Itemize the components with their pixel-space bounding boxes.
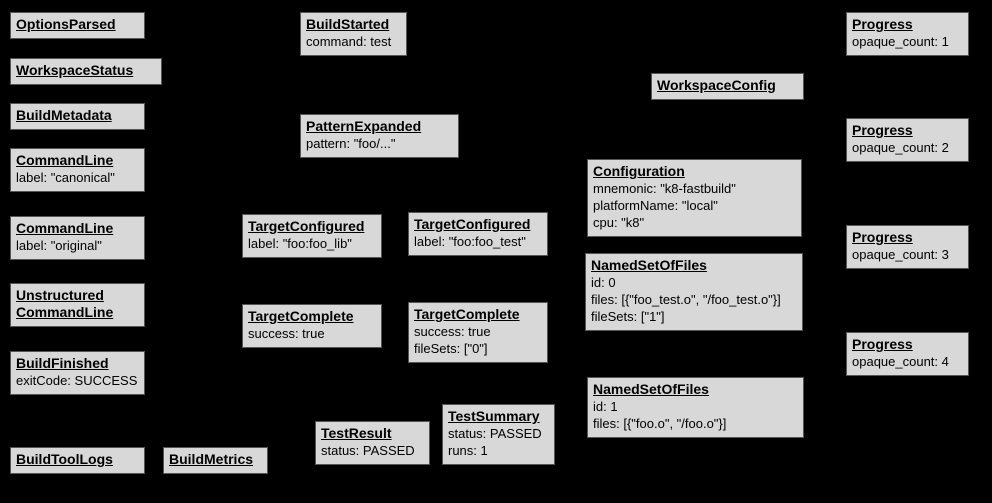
node-field: label: "canonical" bbox=[16, 170, 115, 185]
node-title: Progress bbox=[852, 16, 913, 32]
node-title: BuildFinished bbox=[16, 355, 109, 371]
node-title: NamedSetOfFiles bbox=[591, 257, 707, 273]
node-title: WorkspaceConfig bbox=[657, 77, 776, 93]
node-build-metrics: BuildMetrics bbox=[163, 447, 268, 474]
node-title: Progress bbox=[852, 229, 913, 245]
node-field: mnemonic: "k8-fastbuild" bbox=[593, 181, 736, 196]
node-field: status: PASSED bbox=[321, 443, 415, 458]
node-field: success: true bbox=[414, 324, 491, 339]
node-title: OptionsParsed bbox=[16, 16, 116, 32]
node-build-finished: BuildFinished exitCode: SUCCESS bbox=[10, 351, 145, 395]
node-test-result: TestResult status: PASSED bbox=[315, 421, 430, 465]
node-field: files: [{"foo_test.o", "/foo_test.o"}] bbox=[591, 292, 781, 307]
node-field: fileSets: ["0"] bbox=[414, 341, 488, 356]
node-build-tool-logs: BuildToolLogs bbox=[10, 447, 145, 474]
node-field: success: true bbox=[248, 326, 325, 341]
node-field: opaque_count: 2 bbox=[852, 140, 949, 155]
node-field: label: "original" bbox=[16, 238, 102, 253]
node-target-configured-foo-lib: TargetConfigured label: "foo:foo_lib" bbox=[242, 214, 382, 258]
node-title: WorkspaceStatus bbox=[16, 62, 134, 78]
node-title: BuildMetadata bbox=[16, 107, 112, 123]
node-field: id: 0 bbox=[591, 275, 616, 290]
node-title: TestResult bbox=[321, 425, 392, 441]
node-workspace-config: WorkspaceConfig bbox=[651, 73, 804, 100]
node-command-line-original: CommandLine label: "original" bbox=[10, 216, 145, 260]
node-command-line-canonical: CommandLine label: "canonical" bbox=[10, 148, 145, 192]
node-title: TargetConfigured bbox=[248, 218, 365, 234]
node-field: command: test bbox=[306, 34, 392, 49]
node-progress-2: Progress opaque_count: 2 bbox=[846, 118, 969, 162]
node-named-set-of-files-0: NamedSetOfFiles id: 0 files: [{"foo_test… bbox=[585, 253, 803, 331]
node-title: Progress bbox=[852, 122, 913, 138]
node-field: status: PASSED bbox=[448, 426, 542, 441]
node-field: files: [{"foo.o", "/foo.o"}] bbox=[593, 416, 727, 431]
node-test-summary: TestSummary status: PASSED runs: 1 bbox=[442, 404, 555, 465]
node-title: TestSummary bbox=[448, 408, 540, 424]
node-field: runs: 1 bbox=[448, 443, 488, 458]
node-title: CommandLine bbox=[16, 152, 114, 168]
node-pattern-expanded: PatternExpanded pattern: "foo/..." bbox=[300, 114, 459, 158]
node-field: pattern: "foo/..." bbox=[306, 136, 396, 151]
node-progress-3: Progress opaque_count: 3 bbox=[846, 225, 969, 269]
node-options-parsed: OptionsParsed bbox=[10, 12, 145, 39]
node-title: BuildMetrics bbox=[169, 451, 254, 467]
node-title: TargetConfigured bbox=[414, 216, 531, 232]
node-title: Progress bbox=[852, 336, 913, 352]
node-progress-4: Progress opaque_count: 4 bbox=[846, 332, 969, 376]
node-field: fileSets: ["1"] bbox=[591, 309, 665, 324]
node-title: Configuration bbox=[593, 163, 685, 179]
node-field: label: "foo:foo_test" bbox=[414, 234, 526, 249]
node-field: platformName: "local" bbox=[593, 198, 718, 213]
node-title: CommandLine bbox=[16, 220, 114, 236]
node-title: BuildStarted bbox=[306, 16, 390, 32]
node-field: opaque_count: 3 bbox=[852, 247, 949, 262]
node-unstructured-command-line: Unstructured CommandLine bbox=[10, 283, 145, 327]
node-field: opaque_count: 4 bbox=[852, 354, 949, 369]
node-target-complete-foo-lib: TargetComplete success: true bbox=[242, 304, 382, 348]
node-field: label: "foo:foo_lib" bbox=[248, 236, 352, 251]
node-workspace-status: WorkspaceStatus bbox=[10, 58, 162, 85]
node-target-complete-foo-test: TargetComplete success: true fileSets: [… bbox=[408, 302, 548, 363]
node-field: opaque_count: 1 bbox=[852, 34, 949, 49]
node-title: NamedSetOfFiles bbox=[593, 381, 709, 397]
node-named-set-of-files-1: NamedSetOfFiles id: 1 files: [{"foo.o", … bbox=[587, 377, 804, 438]
node-title: PatternExpanded bbox=[306, 118, 422, 134]
node-field: id: 1 bbox=[593, 399, 618, 414]
node-build-started: BuildStarted command: test bbox=[300, 12, 407, 56]
node-title: TargetComplete bbox=[414, 306, 520, 322]
node-target-configured-foo-test: TargetConfigured label: "foo:foo_test" bbox=[408, 212, 548, 256]
node-configuration: Configuration mnemonic: "k8-fastbuild" p… bbox=[587, 159, 802, 237]
node-title: Unstructured CommandLine bbox=[16, 287, 114, 320]
node-field: cpu: "k8" bbox=[593, 215, 645, 230]
node-field: exitCode: SUCCESS bbox=[16, 373, 138, 388]
node-title: BuildToolLogs bbox=[16, 451, 113, 467]
node-build-metadata: BuildMetadata bbox=[10, 103, 145, 130]
node-title: TargetComplete bbox=[248, 308, 354, 324]
node-progress-1: Progress opaque_count: 1 bbox=[846, 12, 969, 56]
